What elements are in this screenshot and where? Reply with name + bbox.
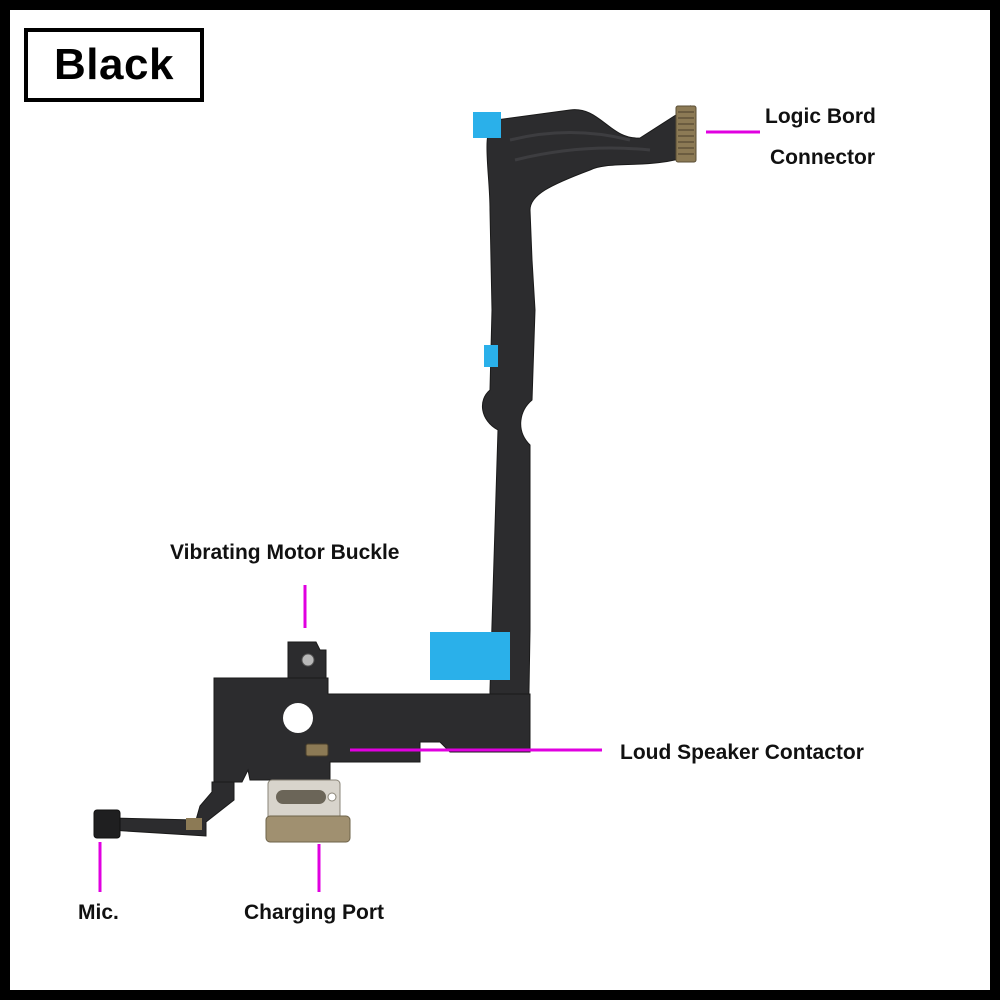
label-logic-board-line1: Logic Bord	[765, 105, 876, 128]
charging-port-opening	[276, 790, 326, 804]
screw-hole	[283, 703, 313, 733]
color-badge-label: Black	[54, 40, 174, 89]
motor-buckle-contact	[301, 653, 315, 667]
blue-tape-middle	[484, 345, 498, 367]
flex-cable-illustration	[93, 105, 760, 892]
label-logic-board-line2: Connector	[770, 146, 875, 169]
mic-flex-arm	[109, 781, 235, 837]
main-flex-body	[213, 677, 531, 783]
label-mic: Mic.	[78, 901, 119, 924]
label-vibrating-motor: Vibrating Motor Buckle	[170, 541, 400, 564]
charging-port-housing	[265, 815, 351, 843]
logic-board-connector-pins	[678, 111, 694, 155]
blue-tape-lower	[430, 632, 510, 680]
mic-pad	[93, 809, 121, 839]
image-frame: Black	[10, 10, 990, 990]
mic-port-stiffener	[186, 818, 202, 830]
charging-port-hole-right	[327, 792, 337, 802]
upper-flex-highlight	[509, 131, 651, 162]
loud-speaker-contactor	[305, 743, 329, 757]
color-badge: Black	[24, 28, 204, 102]
label-charging-port: Charging Port	[244, 901, 384, 924]
blue-tape-top	[473, 112, 501, 138]
upper-flex-cable	[482, 105, 694, 753]
label-loud-speaker: Loud Speaker Contactor	[620, 741, 864, 764]
